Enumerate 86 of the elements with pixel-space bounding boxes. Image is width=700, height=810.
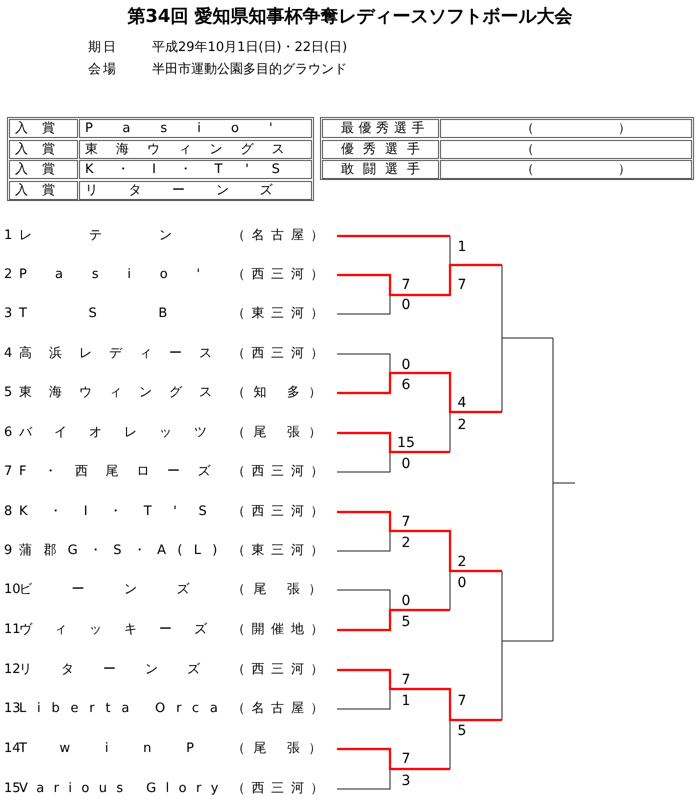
region-name: （開催地） [232,622,330,638]
award-team-name: リターンズ [79,180,312,200]
seed-number: 10 [4,582,21,598]
seed-number: 8 [4,504,12,520]
region-name: （西三河） [232,464,330,480]
player-award-label: 最優秀選手 [322,119,439,138]
award-team-name: 東海ウィングス [79,140,312,158]
score-number: 7 [400,514,412,530]
team-name: F・西尾ローズ [19,464,228,480]
score-number: 1 [400,693,412,709]
score-number: 7 [400,751,412,767]
award-label: 入賞 [9,180,78,200]
region-name: （西三河） [232,504,330,520]
award-label: 入賞 [9,160,78,179]
region-name: （尾 張） [232,741,330,757]
player-award-label: 優秀選手 [322,140,439,158]
team-name: ビーンズ [19,582,229,598]
seed-number: 14 [4,741,21,757]
seed-number: 12 [4,662,21,678]
score-number: 5 [400,614,412,630]
fill-in-blank: （ ） [440,119,692,138]
seed-number: 7 [4,464,12,480]
team-name: バイオレッツ [19,425,229,441]
score-number: 0 [456,575,468,591]
score-number: 15 [396,435,416,451]
region-name: （名古屋） [232,701,330,717]
seed-number: 1 [4,228,12,244]
fill-in-blank: （ [440,140,692,158]
venue-label: 会場 [88,62,118,78]
seed-number: 6 [4,425,12,441]
date-text: 平成29年10月1日(日)・22日(日) [152,40,348,56]
region-name: （西三河） [232,267,330,283]
team-name: レテン [19,228,229,244]
team-name: 東海ウィングス [19,385,229,401]
region-name: （名古屋） [232,228,330,244]
region-name: （西三河） [232,346,330,362]
score-number: 0 [400,297,412,313]
award-team-name: Pasio' [79,119,312,138]
score-number: 2 [400,535,412,551]
score-number: 0 [400,593,412,609]
award-team-name: K・I・T'S [79,160,312,179]
seed-number: 3 [4,306,12,322]
region-name: （西三河） [232,662,330,678]
seed-number: 13 [4,701,21,717]
region-name: （尾 張） [232,582,330,598]
seed-number: 2 [4,267,12,283]
team-name: Liberta Orca [19,701,229,717]
team-name: 高浜レディース [19,346,229,362]
seed-number: 11 [4,622,21,638]
team-name: Various Glory [19,781,228,797]
page-title: 第34回 愛知県知事杯争奪レディースソフトボール大会 [126,6,574,28]
score-number: 3 [400,773,412,789]
team-name: Pasio' [19,267,229,283]
player-award-label: 敢闘選手 [322,160,439,179]
score-number: 7 [456,693,468,709]
score-number: 7 [400,672,412,688]
region-name: （知 多） [232,385,330,401]
score-number: 7 [400,277,412,293]
region-name: （東三河） [232,306,330,322]
team-name: 蒲郡G・S・A(L) [19,543,229,559]
award-label: 入賞 [9,140,78,158]
award-label: 入賞 [9,119,78,138]
score-number: 4 [456,395,468,411]
date-label: 期日 [88,40,118,56]
score-number: 7 [456,277,468,293]
score-number: 5 [456,723,468,739]
score-number: 6 [400,377,412,393]
seed-number: 9 [4,543,12,559]
seed-number: 5 [4,385,12,401]
seed-number: 4 [4,346,12,362]
score-number: 0 [400,357,412,373]
team-name: TSB [19,306,229,322]
region-name: （尾 張） [232,425,330,441]
score-number: 0 [400,456,412,472]
score-number: 1 [456,239,468,255]
venue-text: 半田市運動公園多目的グラウンド [152,62,347,78]
score-number: 2 [456,417,468,433]
team-name: リターンズ [19,662,229,678]
team-name: ヴィッキーズ [19,622,229,638]
team-name: K・I・T'S [19,504,228,520]
region-name: （西三河） [232,781,330,797]
region-name: （東三河） [232,543,330,559]
fill-in-blank: （ ） [440,160,692,179]
score-number: 2 [456,554,468,570]
seed-number: 15 [4,781,21,797]
team-name: TwinP [19,741,229,757]
